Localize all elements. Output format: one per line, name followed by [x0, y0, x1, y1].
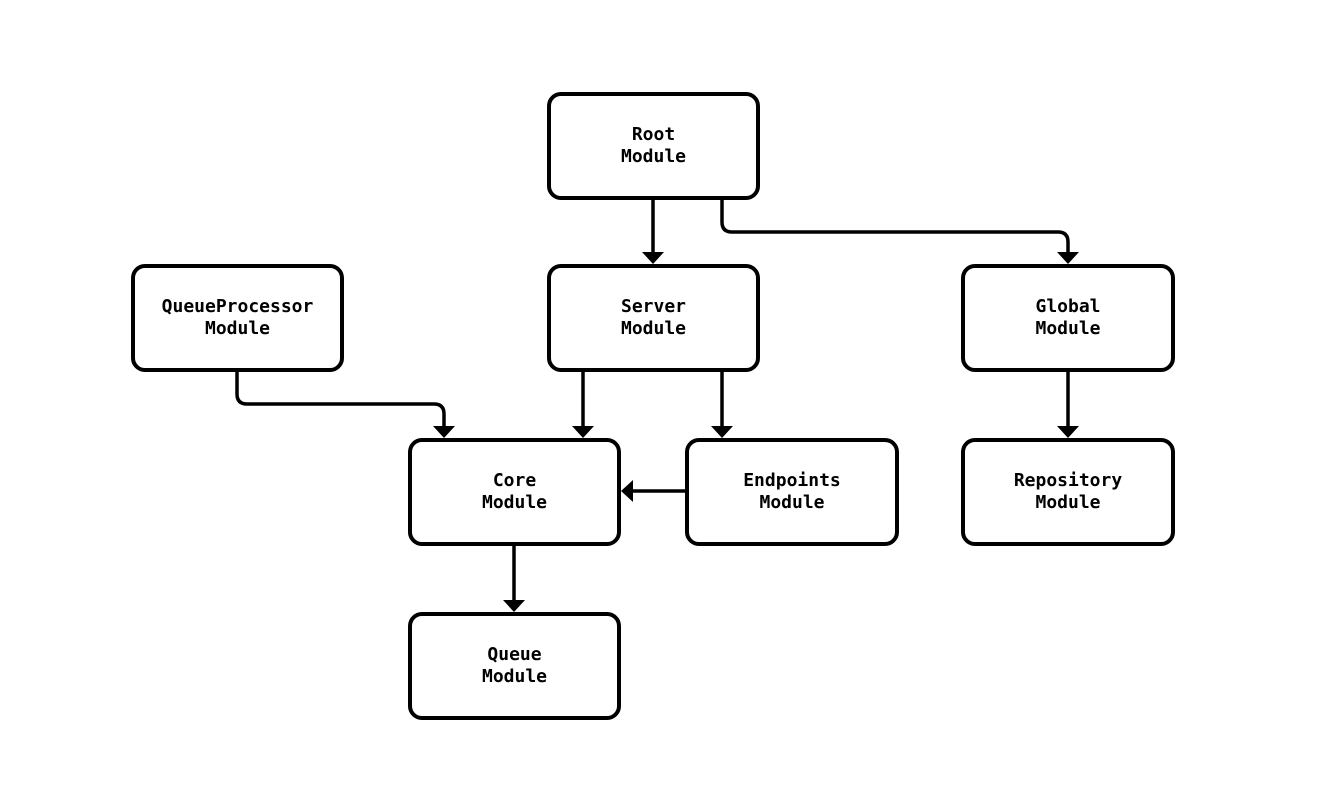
node-box[interactable] [961, 264, 1175, 372]
node-label-type: Module [482, 492, 547, 513]
edge-arrowhead [621, 480, 633, 502]
edge-root-to-global [720, 198, 1079, 264]
node-box[interactable] [547, 92, 760, 200]
node-box[interactable] [408, 438, 621, 546]
edge-global-to-repository [1057, 370, 1079, 438]
edge-core-to-queue [503, 544, 525, 612]
edge-line [235, 370, 446, 426]
node-label-name: Root [632, 124, 675, 145]
node-label-name: Server [621, 296, 686, 317]
edge-arrowhead [711, 426, 733, 438]
edge-server-to-endpoints [711, 370, 733, 438]
node-label-type: Module [1035, 492, 1100, 513]
edge-root-to-server [642, 198, 664, 264]
nodes-layer: RootModuleQueueProcessorModuleServerModu… [131, 92, 1175, 720]
node-label-name: Global [1035, 296, 1100, 317]
edge-queueprocessor-to-core [235, 370, 455, 438]
edge-arrowhead [433, 426, 455, 438]
edge-line [720, 198, 1070, 252]
edge-arrowhead [503, 600, 525, 612]
node-label-name: QueueProcessor [162, 296, 314, 317]
edge-endpoints-to-core [621, 480, 687, 502]
node-box[interactable] [961, 438, 1175, 546]
node-label-name: Repository [1014, 470, 1123, 491]
node-label-type: Module [1035, 318, 1100, 339]
edge-arrowhead [572, 426, 594, 438]
node-label-name: Queue [487, 644, 541, 665]
node-label-type: Module [482, 666, 547, 687]
node-label-type: Module [621, 318, 686, 339]
node-label-type: Module [205, 318, 270, 339]
node-box[interactable] [408, 612, 621, 720]
node-label-name: Core [493, 470, 537, 491]
edges-layer [235, 198, 1079, 612]
node-box[interactable] [547, 264, 760, 372]
edge-arrowhead [642, 252, 664, 264]
node-box[interactable] [131, 264, 344, 372]
node-box[interactable] [685, 438, 899, 546]
edge-server-to-core [572, 370, 594, 438]
edge-arrowhead [1057, 426, 1079, 438]
node-label-type: Module [759, 492, 824, 513]
node-label-name: Endpoints [743, 470, 841, 491]
edge-arrowhead [1057, 252, 1079, 264]
node-label-type: Module [621, 146, 686, 167]
